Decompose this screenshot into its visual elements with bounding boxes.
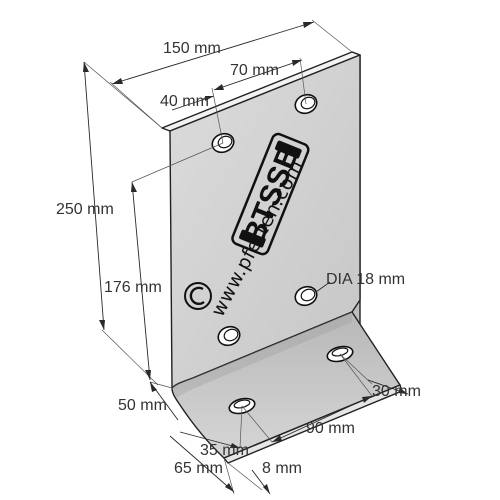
dim-foot-height: 50 mm xyxy=(118,397,167,414)
bracket-body xyxy=(161,51,403,464)
dim-width-total: 150 mm xyxy=(163,40,221,57)
dimension-lines xyxy=(83,19,409,495)
dim-hole-height: 176 mm xyxy=(104,279,162,296)
dimension-labels: 150 mm 70 mm 40 mm 250 mm 176 mm DIA 18 … xyxy=(56,40,421,477)
hole-foot-left xyxy=(228,397,256,415)
dim-height-total: 250 mm xyxy=(56,201,114,218)
dim-foot-depth: 65 mm xyxy=(174,460,223,477)
bend-shading xyxy=(172,312,352,398)
dim-hole-spacing-top: 70 mm xyxy=(230,62,279,79)
dim-thickness: 8 mm xyxy=(262,460,302,477)
dim-foot-hole-edge: 30 mm xyxy=(372,383,421,400)
hole-mid-left xyxy=(217,325,241,347)
logo-icon xyxy=(184,282,212,310)
dim-foot-hole-offset: 35 mm xyxy=(200,442,249,459)
dim-foot-hole-spacing: 90 mm xyxy=(306,420,355,437)
dim-hole-offset-top: 40 mm xyxy=(160,93,209,110)
dim-hole-diameter: DIA 18 mm xyxy=(326,271,405,288)
